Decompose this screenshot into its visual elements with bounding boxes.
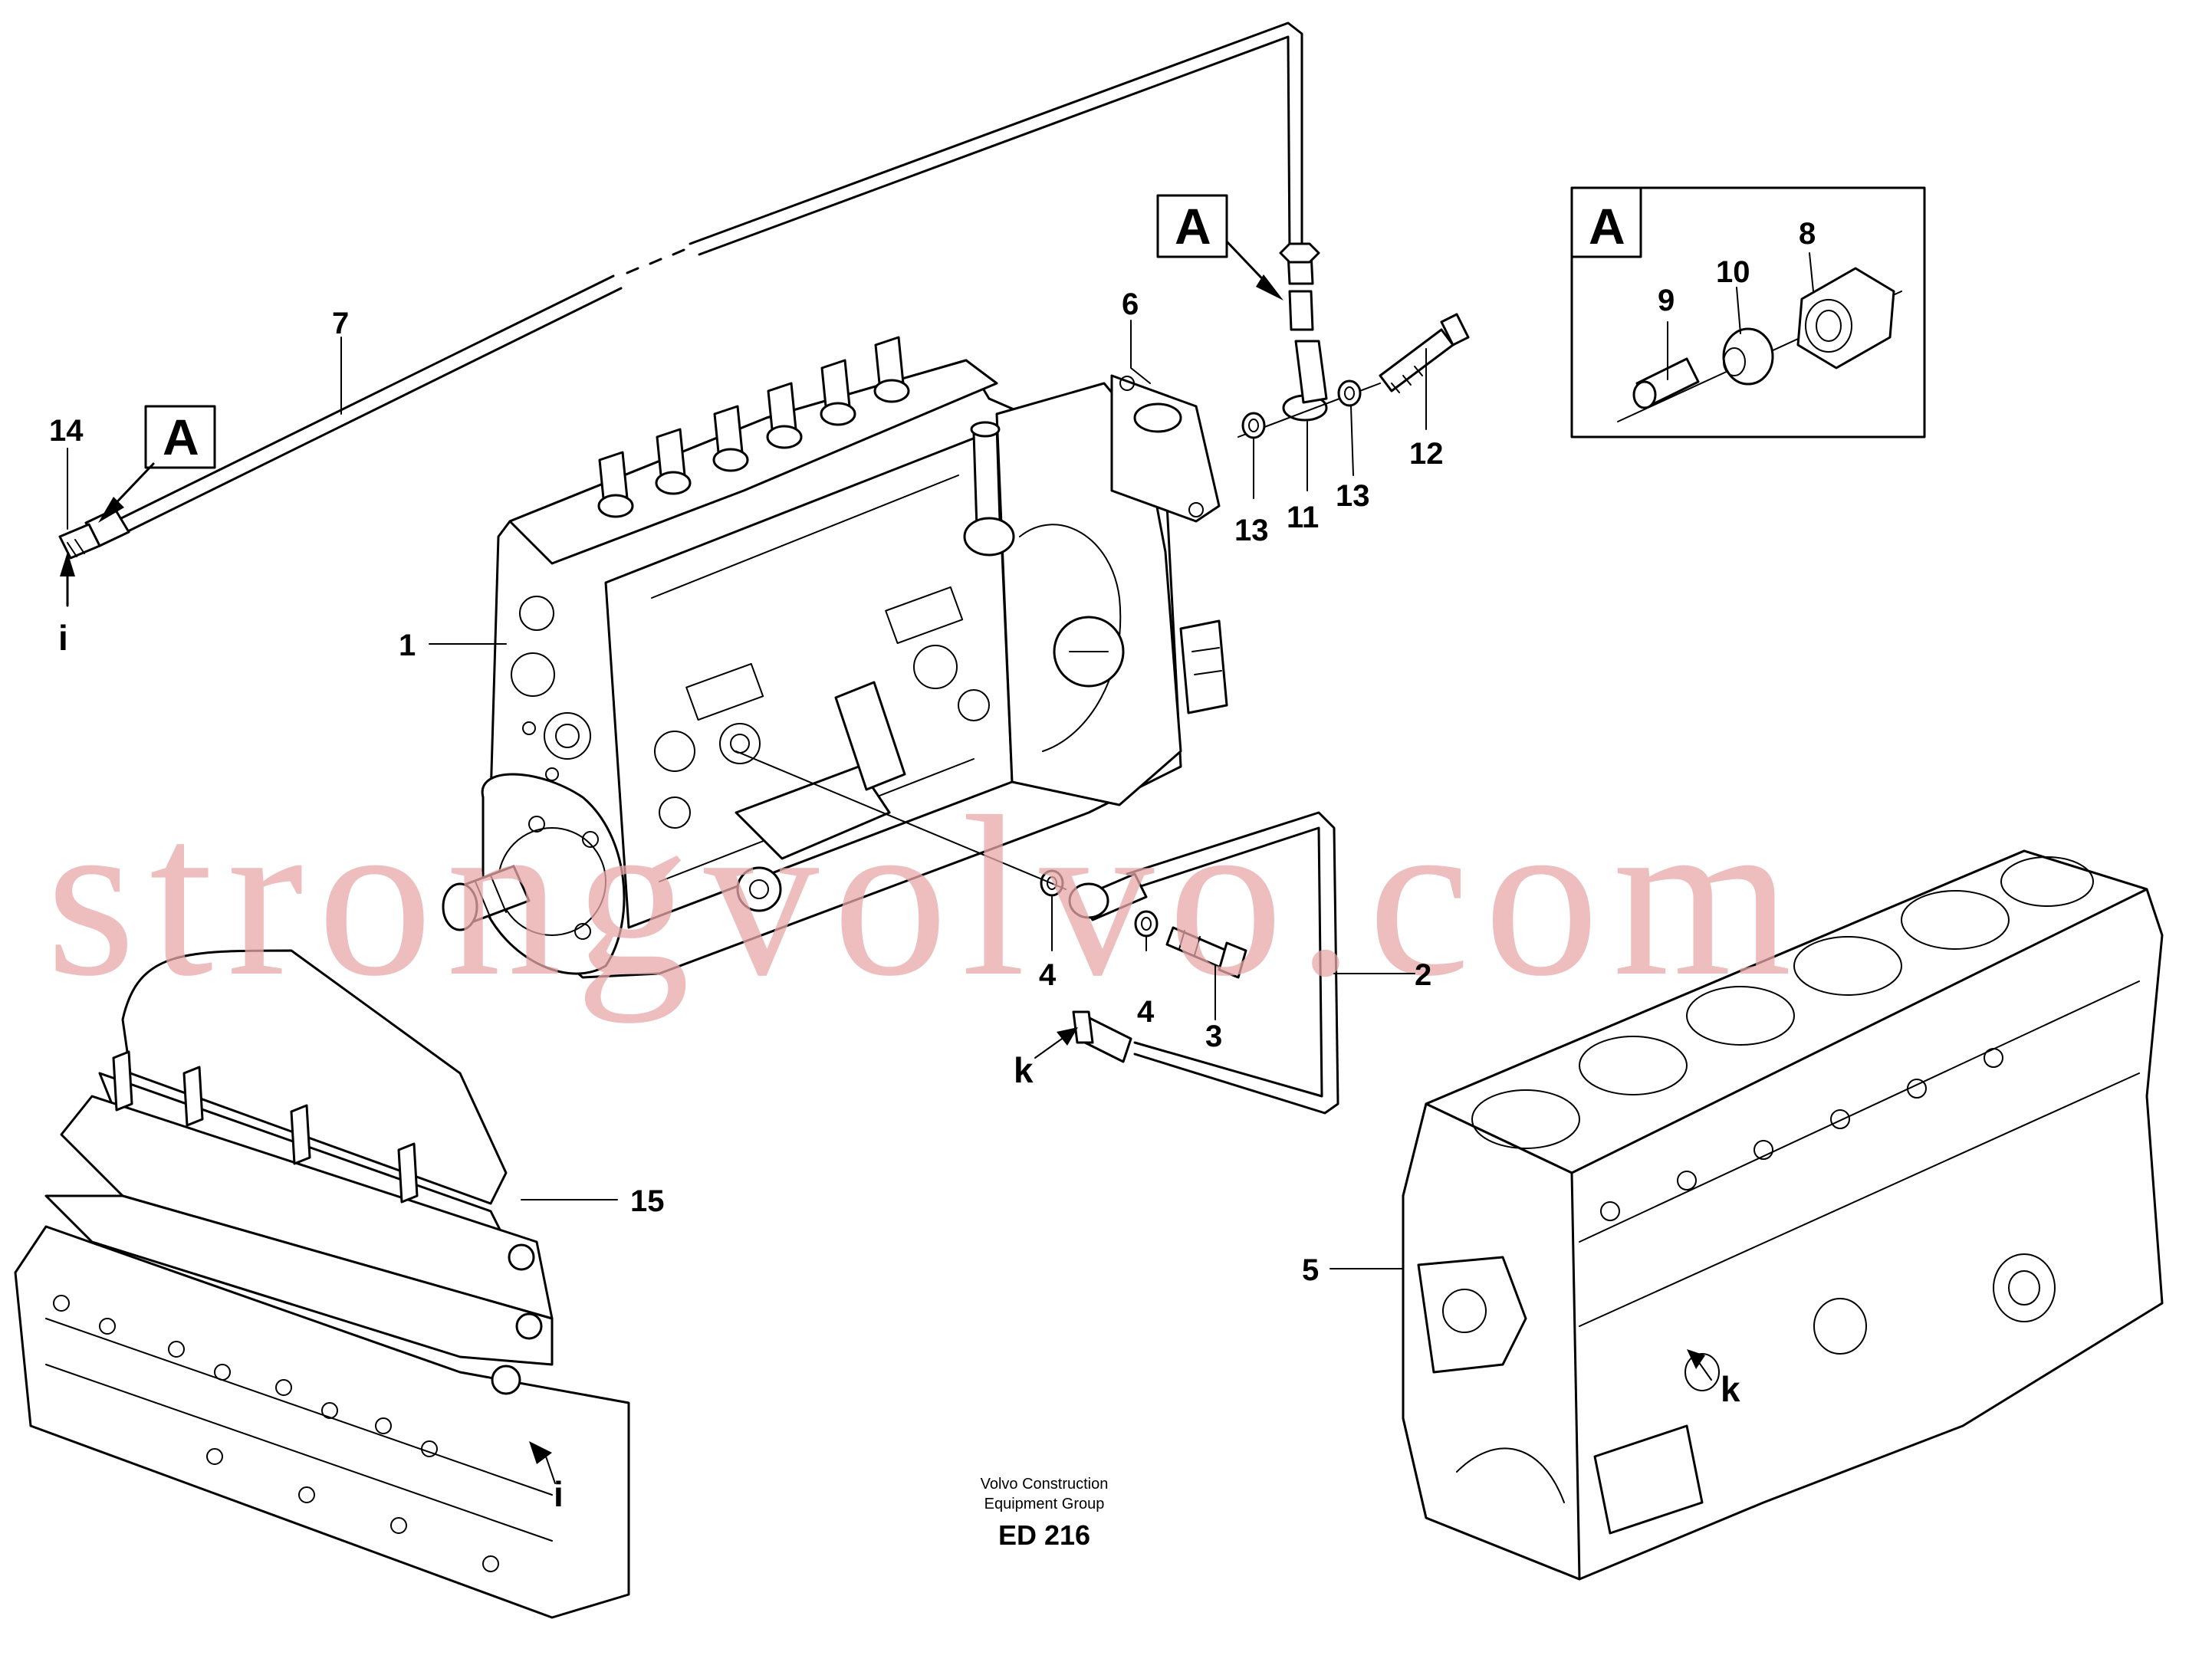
view-label-a-top: A <box>1175 198 1211 255</box>
footer-code: ED 216 <box>998 1519 1090 1551</box>
leader-10 <box>1736 287 1741 334</box>
callout-10: 10 <box>1716 255 1750 289</box>
sleeve-9 <box>1632 357 1700 409</box>
washers-13 <box>1241 379 1362 439</box>
arrow-k-top <box>1034 1027 1078 1059</box>
callout-13a: 13 <box>1234 514 1269 547</box>
watermark-text: strongvolvo.com <box>46 769 1806 1024</box>
delivery-valve-holders <box>597 336 910 518</box>
footer-line-2: Equipment Group <box>984 1496 1105 1512</box>
callout-9: 9 <box>1658 284 1675 317</box>
callout-12: 12 <box>1409 437 1444 471</box>
connection-label-k-bottom: k <box>1721 1369 1740 1409</box>
flange-6 <box>1110 374 1221 523</box>
cylinder-block-5 <box>1402 849 2164 1581</box>
ring-10 <box>1722 327 1774 386</box>
callout-14: 14 <box>49 414 84 448</box>
connection-label-i-top: i <box>58 618 68 658</box>
callout-4a: 4 <box>1039 958 1057 992</box>
callout-3: 3 <box>1205 1020 1222 1053</box>
callout-8: 8 <box>1799 217 1816 251</box>
view-a-pointer-left <box>98 405 216 523</box>
arrow-i-top <box>60 552 75 607</box>
view-label-a-detail: A <box>1589 198 1625 255</box>
banjo-bolt-12 <box>1379 313 1470 393</box>
injection-pump-1 <box>442 336 1228 979</box>
leader-lines <box>67 252 1814 1269</box>
nut-8 <box>1796 267 1895 369</box>
washers-4 <box>1040 869 1159 938</box>
leader-8 <box>1809 252 1814 292</box>
callout-4b: 4 <box>1137 995 1155 1029</box>
callout-11: 11 <box>1287 501 1319 534</box>
connection-label-i-bottom: i <box>554 1474 564 1514</box>
fuel-pipe-7 <box>113 21 1303 534</box>
footer-line-1: Volvo Construction <box>981 1476 1109 1493</box>
arrow-i-bottom <box>529 1441 556 1484</box>
leader-13b <box>1350 406 1354 476</box>
arrow-k-bottom <box>1687 1349 1712 1381</box>
detail-frame <box>1570 186 1926 438</box>
banjo-assembly-11 <box>1237 242 1381 438</box>
detail-view-a <box>1570 186 1926 438</box>
connection-label-k-top: k <box>1014 1050 1034 1090</box>
leader-6 <box>1130 320 1151 384</box>
view-a-pointer-top <box>1156 194 1283 301</box>
oil-pipe-2 <box>1068 811 1339 1115</box>
callout-7: 7 <box>332 307 349 340</box>
fitting-14 <box>58 507 130 560</box>
sensor-fitting-k <box>1072 1010 1132 1063</box>
callout-13b: 13 <box>1336 479 1370 513</box>
detail-label-box <box>1570 186 1642 258</box>
assembly-axis-lower <box>735 750 1067 890</box>
callout-6: 6 <box>1122 287 1139 321</box>
callout-15: 15 <box>630 1184 665 1218</box>
callout-1: 1 <box>399 629 416 662</box>
callout-2: 2 <box>1415 958 1431 992</box>
inlet-manifold-15 <box>14 949 630 1619</box>
callout-5: 5 <box>1302 1253 1319 1287</box>
banjo-bolt-3 <box>1165 926 1247 979</box>
view-label-a-left: A <box>163 409 199 465</box>
